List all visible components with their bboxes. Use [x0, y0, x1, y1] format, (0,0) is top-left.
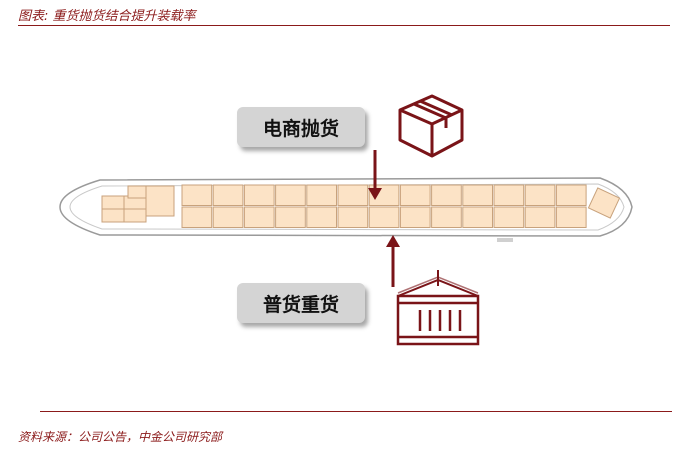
parcel-box-icon	[398, 94, 464, 158]
top-divider	[18, 25, 670, 26]
forward-cargo-stack	[101, 185, 175, 223]
cargo-unit	[399, 184, 431, 206]
cargo-unit	[212, 184, 244, 206]
cargo-unit	[243, 206, 275, 228]
wing-marker	[497, 238, 513, 242]
source-note: 资料来源：公司公告，中金公司研究部	[18, 430, 223, 444]
cargo-unit	[337, 206, 369, 228]
cargo-unit	[212, 206, 244, 228]
cargo-unit	[306, 206, 337, 228]
aircraft-fuselage-inner	[69, 183, 625, 231]
cargo-unit	[493, 206, 525, 228]
figure-title: 图表: 重货抛货结合提升装载率	[18, 9, 196, 24]
cargo-unit	[431, 184, 462, 206]
arrow-up	[386, 235, 400, 287]
cargo-unit	[462, 184, 493, 206]
aft-cargo-box	[587, 187, 621, 219]
cargo-unit	[555, 184, 587, 206]
cargo-unit	[275, 206, 306, 228]
cargo-unit	[275, 184, 306, 206]
cargo-unit	[524, 206, 556, 228]
cargo-unit	[399, 206, 431, 228]
shipping-container-icon	[396, 270, 480, 346]
cargo-unit	[462, 206, 493, 228]
cargo-unit	[337, 184, 369, 206]
cargo-unit	[181, 184, 213, 206]
bottom-divider	[40, 411, 672, 412]
arrow-down	[368, 150, 382, 200]
cargo-unit	[493, 184, 525, 206]
main-deck-cargo-grid	[181, 184, 587, 228]
label-general-heavy-cargo: 普货重货	[237, 283, 365, 323]
cargo-unit	[524, 184, 556, 206]
cargo-unit	[181, 206, 213, 228]
cargo-unit	[306, 184, 337, 206]
cargo-unit	[431, 206, 462, 228]
label-ecommerce-bulky-cargo: 电商抛货	[237, 107, 365, 147]
cargo-unit	[368, 206, 400, 228]
cargo-unit	[243, 184, 275, 206]
cargo-unit	[555, 206, 587, 228]
